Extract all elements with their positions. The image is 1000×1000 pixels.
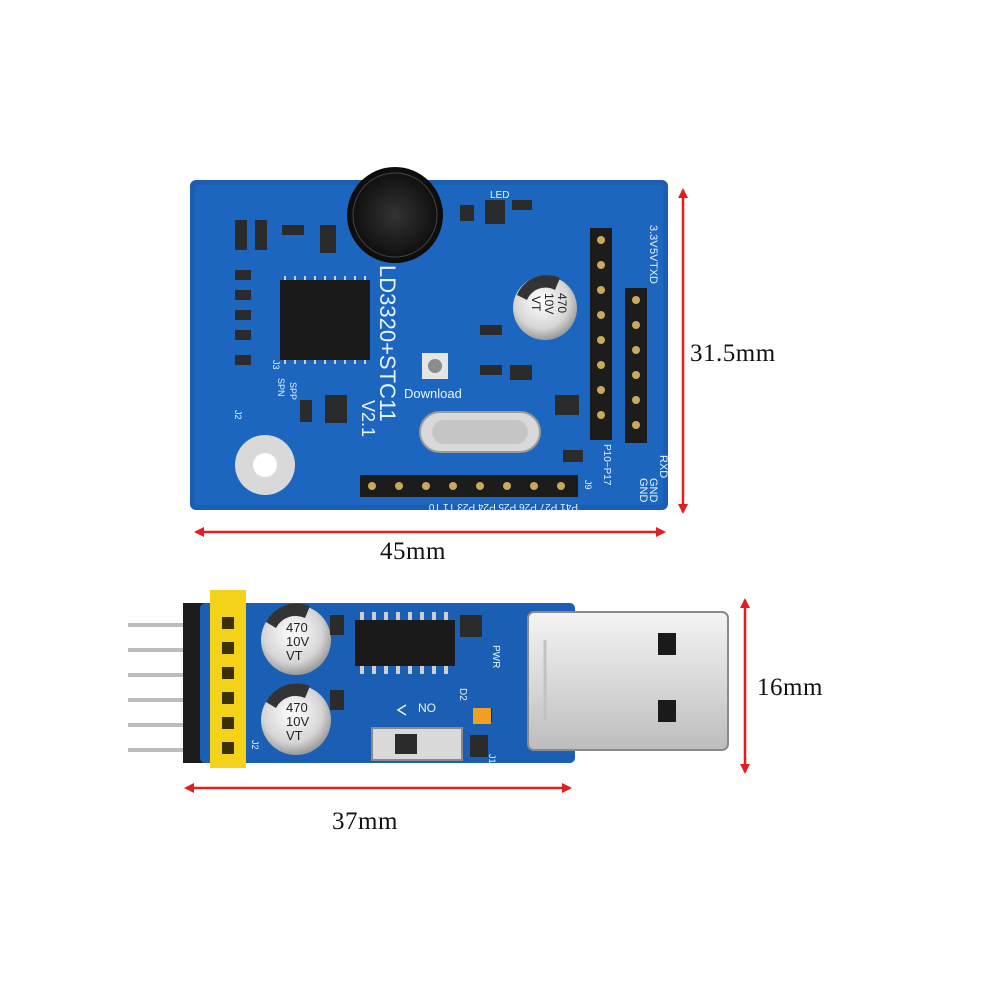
download-label: Download xyxy=(404,386,462,401)
bottom-pins-label: P41 P27 P26 P25 P24 P23 T1 T0 xyxy=(428,501,578,512)
spk-label-spp: SPP xyxy=(288,382,298,400)
usb-ttl-board: 470 10V VT 470 10V VT NO xyxy=(128,590,729,768)
usb-a-plug xyxy=(527,611,729,751)
right-header-j6 xyxy=(590,228,612,440)
bottom-header-j9 xyxy=(360,475,578,497)
right-header-j7 xyxy=(625,288,647,443)
j1-label: J1 xyxy=(487,754,497,764)
right-label-gnd1: GND xyxy=(647,478,659,503)
spk-label-spn: SPN xyxy=(276,378,286,397)
j2-label: J2 xyxy=(250,740,260,750)
right-label-gnd2: GND xyxy=(637,478,649,503)
connector-j3-label: J3 xyxy=(271,360,281,370)
d2-label: D2 xyxy=(457,688,468,701)
small-cap-top-series: VT xyxy=(286,648,303,663)
microphone xyxy=(347,167,443,263)
switch-label: NO xyxy=(418,701,436,715)
big-width-label: 45mm xyxy=(380,538,446,565)
led-label: LED xyxy=(490,190,509,201)
right-label-3v3: 3.3V xyxy=(647,225,659,248)
small-cap-top-value: 470 xyxy=(286,620,308,635)
dimension-arrows xyxy=(184,188,750,793)
right-label-rxd: RXD xyxy=(657,455,669,478)
header-pins xyxy=(128,623,190,752)
big-cap-voltage: 10V xyxy=(542,293,556,314)
small-cap-bottom-value: 470 xyxy=(286,700,308,715)
ld3320-chip xyxy=(280,280,370,360)
small-cap-bottom-series: VT xyxy=(286,728,303,743)
connector-j2-label: J2 xyxy=(233,410,243,420)
big-cap-value: 470 xyxy=(555,293,569,313)
bottom-header-range-label: P10~P17 xyxy=(601,444,612,486)
right-label-txd: TXD xyxy=(647,262,659,284)
right-label-5v: 5V xyxy=(647,248,659,262)
board-title-line1: LD3320+STC11 xyxy=(375,265,400,422)
connector-j9-label: J9 xyxy=(583,480,593,490)
big-cap-series: VT xyxy=(529,296,543,312)
small-cap-bottom-voltage: 10V xyxy=(286,714,309,729)
ld3320-board: LD3320+STC11 V2.1 Download LED P41 P27 P… xyxy=(190,167,669,512)
big-height-label: 31.5mm xyxy=(690,340,776,367)
ch340-chip xyxy=(355,620,455,666)
pwr-label: PWR xyxy=(490,645,501,668)
small-width-label: 37mm xyxy=(332,808,398,835)
small-height-label: 16mm xyxy=(757,674,823,701)
board-title-line2: V2.1 xyxy=(358,400,378,437)
small-cap-top-voltage: 10V xyxy=(286,634,309,649)
